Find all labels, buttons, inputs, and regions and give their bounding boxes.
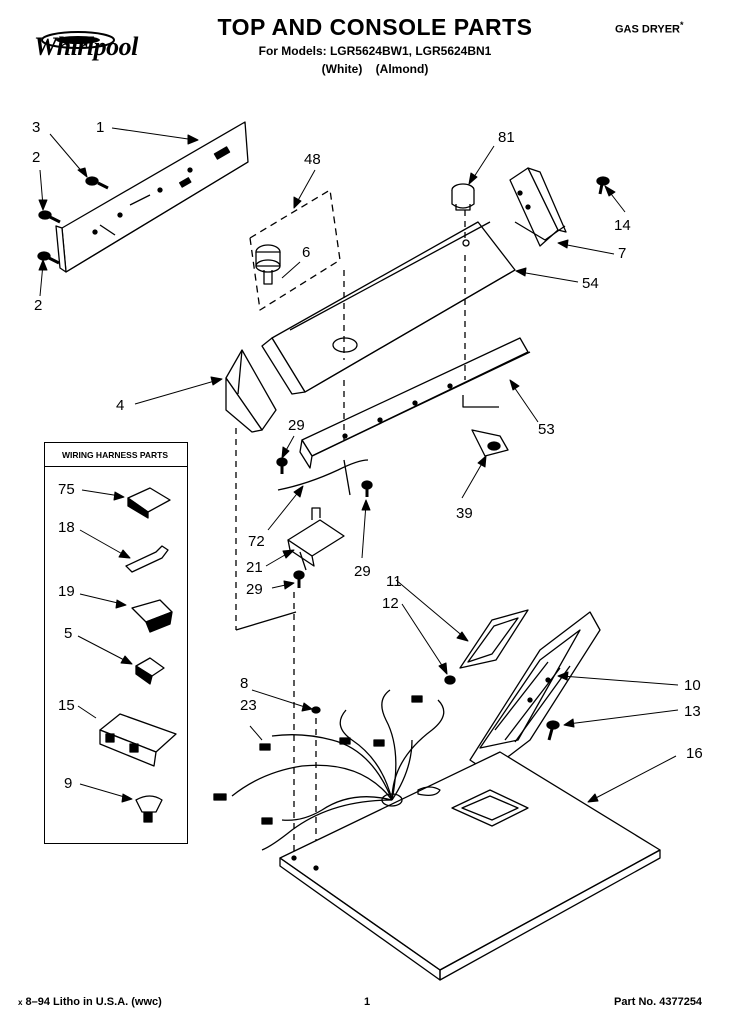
callout-19: 19: [58, 583, 75, 600]
callout-53: 53: [538, 421, 555, 438]
wiring-harness-title: WIRING HARNESS PARTS: [61, 450, 169, 460]
callout-23: 23: [240, 697, 257, 714]
wiring-harness-box: [44, 442, 188, 844]
callout-5: 5: [64, 625, 73, 642]
callout-2: 2: [32, 149, 41, 166]
ground-lead: [235, 611, 297, 631]
callout-48: 48: [304, 151, 321, 168]
callout-75: 75: [58, 481, 75, 498]
logo-swoosh-icon: [41, 31, 115, 49]
litho-text: 8–94 Litho in U.S.A. (wwc): [25, 996, 162, 1008]
callout-16: 16: [686, 745, 703, 762]
wiring-harness-part: [213, 689, 445, 851]
timer-knob-group: [249, 189, 341, 311]
part-number: Part No. 4377254: [614, 996, 703, 1008]
console-base-part: [299, 337, 531, 469]
end-cap-part: [509, 167, 567, 247]
timer-lead: [343, 459, 351, 496]
timer-screws: [276, 457, 373, 588]
callout-14: 14: [614, 217, 631, 234]
control-panel-part: [55, 121, 249, 273]
wire-72: [277, 459, 369, 491]
knob-part: [451, 183, 475, 211]
litho-mark: x: [18, 998, 23, 1007]
callout-29: 29: [288, 417, 305, 434]
callout-54: 54: [582, 275, 599, 292]
page-title: TOP AND CONSOLE PARTS: [217, 14, 533, 40]
models-line: For Models: LGR5624BW1, LGR5624BN1: [258, 44, 492, 58]
callout-2-lower: 2: [34, 297, 43, 314]
callout-1: 1: [96, 119, 105, 136]
alignment-lines: [235, 210, 466, 860]
callout-9: 9: [64, 775, 73, 792]
dryer-top-part: [279, 751, 661, 981]
harness-part-75: [127, 487, 171, 519]
harness-part-9: [135, 795, 163, 823]
callout-81: 81: [498, 129, 515, 146]
callout-29-right: 29: [354, 563, 371, 580]
litho-line: x 8–94 Litho in U.S.A. (wwc): [18, 996, 162, 1008]
timer-part: [287, 507, 345, 571]
page-number: 1: [364, 996, 371, 1008]
harness-part-18: [125, 545, 169, 573]
cover-part: [444, 609, 529, 685]
callout-72: 72: [248, 533, 265, 550]
screw-13: [546, 720, 560, 741]
panel-screws: [37, 176, 109, 265]
callout-3: 3: [32, 119, 41, 136]
callout-13: 13: [684, 703, 701, 720]
callout-15: 15: [58, 697, 75, 714]
screw-14: [596, 176, 610, 195]
callout-21: 21: [246, 559, 263, 576]
callout-10: 10: [684, 677, 701, 694]
left-end-cap-part: [225, 349, 277, 433]
harness-part-15: [99, 713, 177, 767]
product-name: GAS DRYER: [615, 23, 680, 36]
callout-7: 7: [618, 245, 627, 262]
colors-line: (White) (Almond): [321, 62, 429, 76]
callout-12: 12: [382, 595, 399, 612]
wiring-harness-divider: [44, 466, 187, 467]
callout-11: 11: [386, 573, 402, 590]
callout-6: 6: [302, 244, 311, 261]
callout-29-lower: 29: [246, 581, 263, 598]
leader-lines: [38, 127, 679, 803]
harness-part-5: [135, 657, 165, 685]
callout-39: 39: [456, 505, 473, 522]
brand-logo: [20, 26, 170, 70]
callout-4: 4: [116, 397, 125, 414]
brand-name: Whirlpool: [34, 32, 138, 61]
product-asterisk: *: [680, 20, 684, 30]
callout-8: 8: [240, 675, 249, 692]
callout-18: 18: [58, 519, 75, 536]
bracket-part: [471, 429, 509, 457]
console-top-part: [261, 221, 516, 395]
product-label: GAS DRYER*: [615, 20, 684, 36]
harness-part-19: [131, 599, 173, 633]
bracket-lead: [462, 395, 499, 408]
